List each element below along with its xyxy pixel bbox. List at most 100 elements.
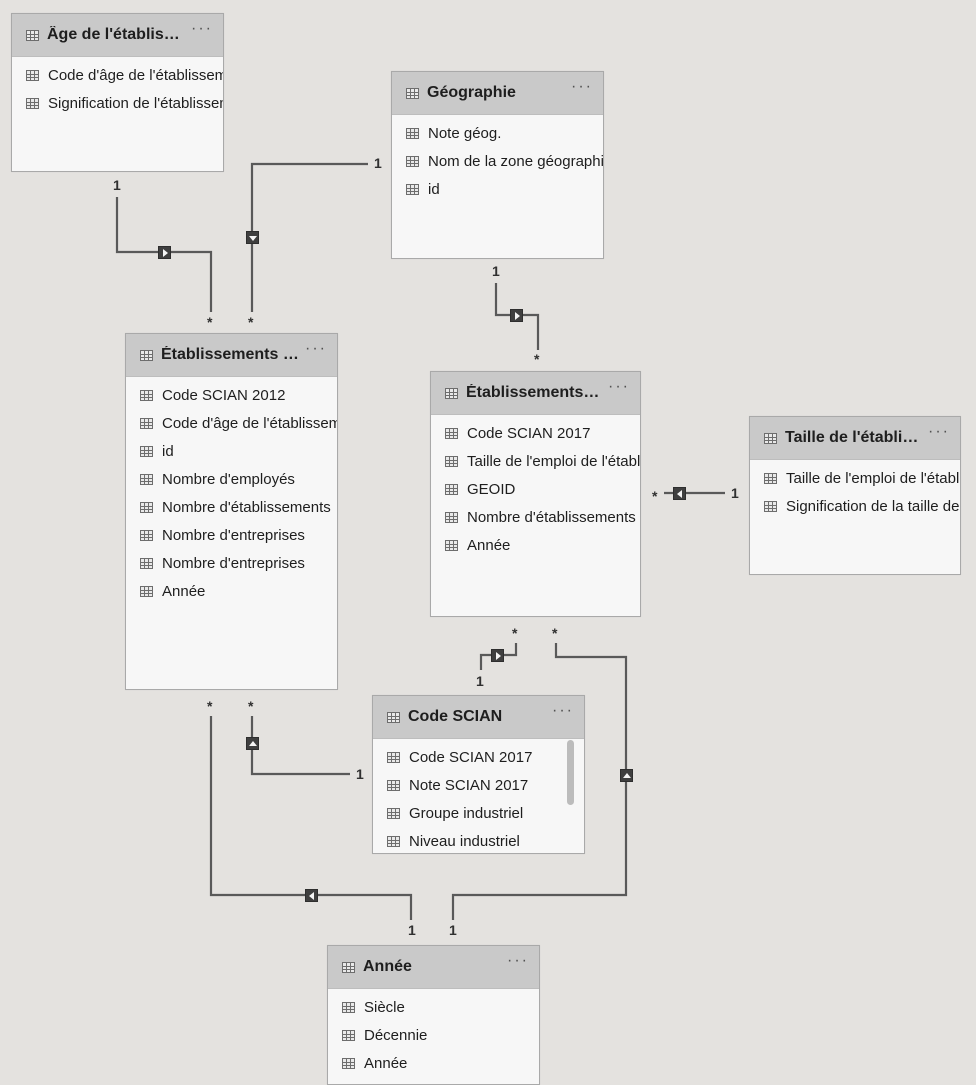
table-card-annee[interactable]: Année ··· Siècle Décennie Année bbox=[327, 945, 540, 1085]
more-options-button[interactable]: ··· bbox=[305, 340, 327, 357]
filter-arrow-left-icon[interactable] bbox=[673, 487, 686, 500]
filter-arrow-down-icon[interactable] bbox=[246, 231, 259, 244]
field-row[interactable]: Année bbox=[431, 531, 640, 559]
column-icon bbox=[26, 69, 39, 81]
table-header[interactable]: Établissements par... ··· bbox=[431, 372, 640, 415]
field-row[interactable]: id bbox=[392, 175, 603, 203]
field-row[interactable]: Taille de l'emploi de l'établ. bbox=[750, 464, 960, 492]
field-row[interactable]: Nombre d'établissements bbox=[431, 503, 640, 531]
table-icon bbox=[387, 711, 400, 723]
filter-arrow-up-icon[interactable] bbox=[620, 769, 633, 782]
field-row[interactable]: Année bbox=[328, 1049, 539, 1077]
table-icon bbox=[26, 29, 39, 41]
field-label: Signification de la taille de l' bbox=[786, 497, 961, 515]
cardinality-many: * bbox=[248, 698, 254, 714]
table-header[interactable]: Code SCIAN ··· bbox=[373, 696, 584, 739]
field-row[interactable]: Taille de l'emploi de l'établ. bbox=[431, 447, 640, 475]
column-icon bbox=[445, 427, 458, 439]
table-title: Âge de l'établisse... bbox=[47, 26, 186, 43]
field-label: Taille de l'emploi de l'établ. bbox=[467, 452, 641, 470]
field-row[interactable]: Signification de l'établissem bbox=[12, 89, 223, 117]
cardinality-many: * bbox=[207, 698, 213, 714]
field-row[interactable]: Niveau industriel bbox=[373, 827, 584, 853]
cardinality-one: 1 bbox=[113, 177, 121, 193]
rel-geo-etab-af[interactable] bbox=[250, 162, 368, 312]
field-label: GEOID bbox=[467, 480, 516, 498]
table-header[interactable]: Géographie ··· bbox=[392, 72, 603, 115]
field-row[interactable]: Nombre d'entreprises bbox=[126, 549, 337, 577]
field-label: Note SCIAN 2017 bbox=[409, 776, 529, 794]
table-card-taille[interactable]: Taille de l'établisse... ··· Taille de l… bbox=[749, 416, 961, 575]
table-card-etablissements-par[interactable]: Établissements par... ··· Code SCIAN 201… bbox=[430, 371, 641, 617]
field-label: Code SCIAN 2017 bbox=[467, 424, 591, 442]
vertical-scrollbar[interactable] bbox=[567, 740, 574, 805]
field-row[interactable]: Nombre d'employés bbox=[126, 465, 337, 493]
cardinality-many: * bbox=[512, 625, 518, 641]
field-row[interactable]: Code d'âge de l'établisseme bbox=[12, 61, 223, 89]
table-card-geographie[interactable]: Géographie ··· Note géog. Nom de la zone… bbox=[391, 71, 604, 259]
column-icon bbox=[26, 97, 39, 109]
table-icon bbox=[406, 87, 419, 99]
cardinality-one: 1 bbox=[476, 673, 484, 689]
more-options-button[interactable]: ··· bbox=[191, 20, 213, 37]
field-row[interactable]: Code SCIAN 2017 bbox=[431, 419, 640, 447]
filter-arrow-left-icon[interactable] bbox=[305, 889, 318, 902]
field-label: Nombre d'entreprises bbox=[162, 554, 305, 572]
field-label: id bbox=[162, 442, 174, 460]
field-label: Code SCIAN 2017 bbox=[409, 748, 533, 766]
field-label: Taille de l'emploi de l'établ. bbox=[786, 469, 961, 487]
more-options-button[interactable]: ··· bbox=[608, 378, 630, 395]
more-options-button[interactable]: ··· bbox=[552, 702, 574, 719]
table-card-code-scian[interactable]: Code SCIAN ··· Code SCIAN 2017 Note SCIA… bbox=[372, 695, 585, 854]
column-icon bbox=[140, 473, 153, 485]
column-icon bbox=[764, 472, 777, 484]
field-row[interactable]: Code SCIAN 2012 bbox=[126, 381, 337, 409]
rel-scian-etab-af[interactable] bbox=[250, 716, 350, 776]
cardinality-one: 1 bbox=[492, 263, 500, 279]
more-options-button[interactable]: ··· bbox=[571, 78, 593, 95]
table-title: Code SCIAN bbox=[408, 708, 503, 725]
field-row[interactable]: Décennie bbox=[328, 1021, 539, 1049]
table-header[interactable]: Taille de l'établisse... ··· bbox=[750, 417, 960, 460]
field-label: Note géog. bbox=[428, 124, 502, 142]
field-row[interactable]: Signification de la taille de l' bbox=[750, 492, 960, 520]
cardinality-many: * bbox=[534, 351, 540, 367]
more-options-button[interactable]: ··· bbox=[928, 423, 950, 440]
table-title: Taille de l'établisse... bbox=[785, 429, 923, 446]
field-row[interactable]: Nom de la zone géographiq bbox=[392, 147, 603, 175]
table-icon bbox=[342, 961, 355, 973]
column-icon bbox=[140, 389, 153, 401]
cardinality-many: * bbox=[207, 314, 213, 330]
column-icon bbox=[140, 585, 153, 597]
filter-arrow-up-icon[interactable] bbox=[246, 737, 259, 750]
field-row[interactable]: Nombre d'entreprises bbox=[126, 521, 337, 549]
cardinality-many: * bbox=[652, 488, 658, 504]
field-row[interactable]: Groupe industriel bbox=[373, 799, 584, 827]
table-header[interactable]: Âge de l'établisse... ··· bbox=[12, 14, 223, 57]
table-title: Établissements par... bbox=[466, 384, 603, 401]
table-header[interactable]: Année ··· bbox=[328, 946, 539, 989]
field-row[interactable]: id bbox=[126, 437, 337, 465]
filter-arrow-right-icon[interactable] bbox=[510, 309, 523, 322]
column-icon bbox=[406, 183, 419, 195]
field-row[interactable]: Code d'âge de l'établisseme bbox=[126, 409, 337, 437]
field-row[interactable]: GEOID bbox=[431, 475, 640, 503]
column-icon bbox=[387, 751, 400, 763]
filter-arrow-right-icon[interactable] bbox=[491, 649, 504, 662]
field-row[interactable]: Nombre d'établissements bbox=[126, 493, 337, 521]
column-icon bbox=[445, 511, 458, 523]
table-card-etablissements-affaires[interactable]: Établissements d'af... ··· Code SCIAN 20… bbox=[125, 333, 338, 690]
column-icon bbox=[342, 1057, 355, 1069]
table-header[interactable]: Établissements d'af... ··· bbox=[126, 334, 337, 377]
field-row[interactable]: Note SCIAN 2017 bbox=[373, 771, 584, 799]
more-options-button[interactable]: ··· bbox=[507, 952, 529, 969]
field-row[interactable]: Note géog. bbox=[392, 119, 603, 147]
field-row[interactable]: Code SCIAN 2017 bbox=[373, 743, 584, 771]
filter-arrow-right-icon[interactable] bbox=[158, 246, 171, 259]
field-label: Année bbox=[162, 582, 206, 600]
field-row[interactable]: Siècle bbox=[328, 993, 539, 1021]
table-card-age[interactable]: Âge de l'établisse... ··· Code d'âge de … bbox=[11, 13, 224, 172]
column-icon bbox=[406, 155, 419, 167]
field-row[interactable]: Année bbox=[126, 577, 337, 605]
